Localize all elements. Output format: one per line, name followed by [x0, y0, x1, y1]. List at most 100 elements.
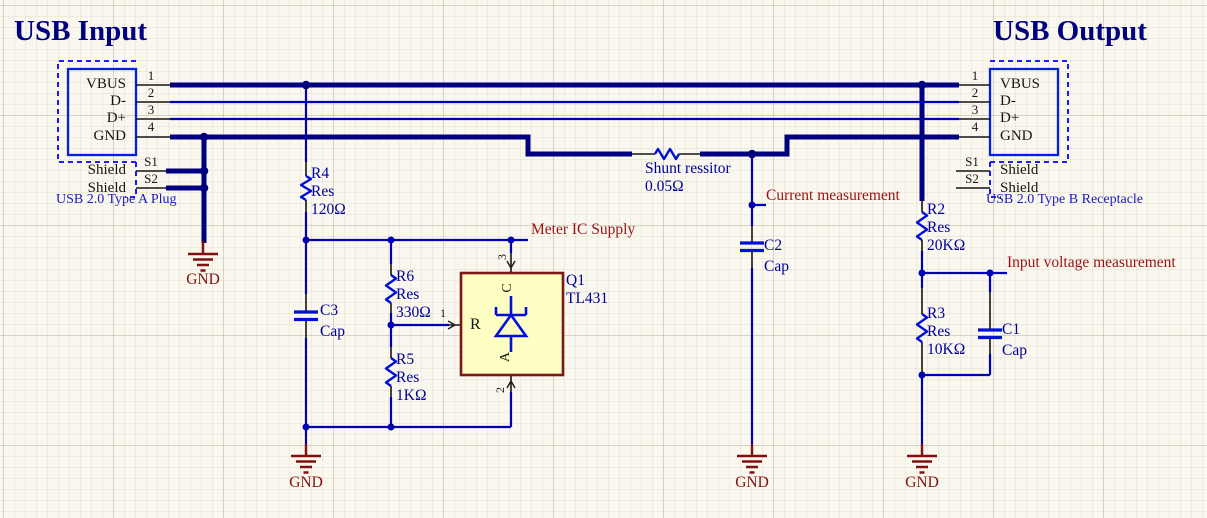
left-pin-name-dminus: D- — [110, 93, 126, 109]
q1-pin2-number: 2 — [493, 387, 507, 393]
tl431-body[interactable] — [459, 271, 565, 377]
q1-pin-anode-label: A — [498, 351, 513, 363]
left-connector-caption: USB 2.0 Type A Plug — [56, 192, 177, 207]
junction-dot — [507, 236, 515, 244]
gnd-symbol-icon[interactable] — [737, 444, 767, 474]
r5-value: 1KΩ — [396, 387, 427, 404]
gnd-label: GND — [186, 271, 220, 288]
shunt-resistor-symbol[interactable] — [653, 147, 681, 161]
right-pin-name-gnd: GND — [1000, 128, 1033, 144]
junction-dot — [917, 80, 927, 90]
c3-type: Cap — [320, 323, 345, 340]
r6-value: 330Ω — [396, 304, 431, 321]
gnd-label: GND — [735, 474, 769, 491]
c1-designator: C1 — [1002, 321, 1021, 338]
left-shield-label-1: Shield — [87, 162, 126, 178]
left-pin-number-3: 3 — [147, 102, 155, 117]
junction-dot — [918, 269, 926, 277]
junction-dot — [199, 166, 209, 176]
right-pin-number-1: 1 — [971, 68, 979, 83]
capacitor-c2-symbol[interactable] — [740, 241, 764, 253]
q1-pin3-number: 3 — [495, 254, 509, 260]
q1-designator: Q1 — [566, 272, 585, 289]
left-connector-body[interactable] — [66, 67, 138, 157]
right-pin-name-vbus: VBUS — [1000, 76, 1041, 92]
q1-pin-cathode-label: C — [500, 283, 515, 293]
resistor-r5-symbol[interactable] — [384, 357, 398, 387]
r4-designator: R4 — [311, 165, 330, 182]
c3-designator: C3 — [320, 302, 339, 319]
c2-designator: C2 — [764, 237, 783, 254]
junction-dot — [918, 371, 926, 379]
r5-type: Res — [396, 369, 420, 386]
right-connector-boundary[interactable] — [989, 60, 1069, 198]
junction-dot — [387, 236, 395, 244]
tl431-diode-symbol — [493, 296, 529, 352]
left-pin-number-1: 1 — [147, 68, 155, 83]
left-connector-boundary[interactable] — [57, 60, 137, 198]
r4-type: Res — [311, 183, 335, 200]
left-pin-number-4: 4 — [147, 119, 155, 134]
junction-dot — [301, 80, 311, 90]
input-voltage-measurement-label: Input voltage measurement — [1007, 254, 1176, 271]
junction-dot — [986, 269, 994, 277]
right-connector-caption: USB 2.0 Type B Receptacle — [986, 192, 1144, 207]
shunt-value: 0.05Ω — [645, 178, 684, 195]
right-connector-body[interactable] — [988, 67, 1060, 157]
q1-pin1-arrow-icon — [447, 320, 457, 330]
junction-dot — [747, 149, 757, 159]
r3-type: Res — [927, 323, 951, 340]
wire-gnd-right[interactable] — [700, 134, 959, 157]
junction-dot — [199, 183, 209, 193]
r3-value: 10KΩ — [927, 341, 966, 358]
usb-input-title: USB Input — [14, 15, 147, 47]
resistor-r4-symbol[interactable] — [299, 174, 313, 202]
r5-designator: R5 — [396, 351, 415, 368]
usb-output-title: USB Output — [993, 15, 1147, 47]
junction-dot — [748, 201, 756, 209]
right-pin-number-s2: S2 — [965, 171, 979, 186]
junction-dot — [302, 236, 310, 244]
r3-designator: R3 — [927, 305, 946, 322]
gnd-symbol-icon[interactable] — [907, 444, 937, 474]
wire-c2-branch[interactable] — [750, 154, 766, 444]
junction-dot — [199, 132, 209, 142]
resistor-r2-symbol[interactable] — [915, 211, 929, 241]
left-pin-name-gnd: GND — [93, 128, 127, 144]
capacitor-c3-symbol[interactable] — [294, 310, 318, 322]
r2-value: 20KΩ — [927, 237, 966, 254]
r4-value: 120Ω — [311, 201, 346, 218]
wire-gnd-left[interactable] — [170, 134, 632, 157]
shunt-label: Shunt ressitor — [645, 160, 731, 177]
left-pin-name-dplus: D+ — [106, 110, 126, 126]
left-pin-name-vbus: VBUS — [85, 76, 126, 92]
junction-dot — [302, 423, 310, 431]
c1-type: Cap — [1002, 342, 1027, 359]
meter-ic-supply-label: Meter IC Supply — [531, 221, 636, 238]
gnd-symbol-icon[interactable] — [188, 241, 218, 272]
right-pin-number-3: 3 — [971, 102, 979, 117]
right-connector-pin-stubs[interactable] — [956, 84, 990, 189]
left-connector-pin-stubs[interactable] — [136, 84, 170, 189]
c2-type: Cap — [764, 258, 789, 275]
gnd-symbol-icon[interactable] — [291, 444, 321, 474]
left-pin-number-2: 2 — [147, 85, 155, 100]
q1-type: TL431 — [566, 290, 609, 307]
right-shield-label-1: Shield — [1000, 162, 1039, 178]
capacitor-c1-symbol[interactable] — [978, 328, 1002, 340]
gnd-label: GND — [289, 474, 323, 491]
q1-pin-ref-label: R — [470, 316, 481, 333]
right-pin-number-s1: S1 — [965, 154, 979, 169]
right-shield-label-2: Shield — [1000, 180, 1039, 196]
right-pin-name-dminus: D- — [1000, 93, 1016, 109]
r2-designator: R2 — [927, 201, 946, 218]
resistor-r3-symbol[interactable] — [915, 313, 929, 343]
r2-type: Res — [927, 219, 951, 236]
resistor-r6-symbol[interactable] — [384, 274, 398, 304]
right-pin-name-dplus: D+ — [1000, 110, 1020, 126]
left-pin-number-s2: S2 — [144, 171, 158, 186]
wire-shield-bus[interactable] — [166, 135, 207, 243]
junction-dot — [387, 423, 395, 431]
